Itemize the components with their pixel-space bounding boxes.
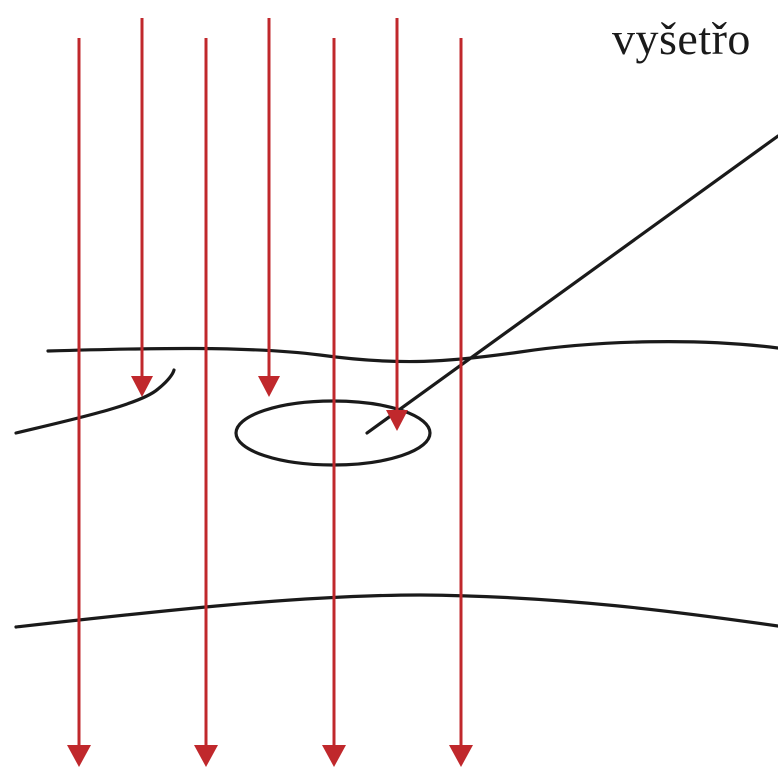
fold-contour	[14, 368, 176, 435]
ray-arrowhead-long-1	[67, 745, 91, 767]
lower-body-contour	[14, 593, 778, 629]
ray-arrowhead-short-1	[131, 376, 153, 397]
ray-arrowhead-short-2	[258, 376, 280, 397]
ray-group	[67, 18, 473, 767]
ray-arrowhead-long-3	[322, 745, 346, 767]
ray-arrowhead-long-2	[194, 745, 218, 767]
caption-pointer-line	[365, 134, 778, 435]
ray-arrowhead-long-4	[449, 745, 473, 767]
caption-label: vyšetřo	[612, 13, 751, 64]
upper-body-contour	[46, 340, 778, 364]
ray-arrowhead-short-3	[386, 410, 408, 431]
